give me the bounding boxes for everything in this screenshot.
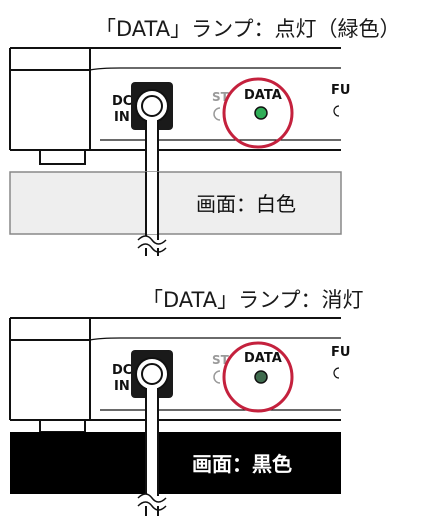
bottom-dc-plug-inner: [141, 363, 163, 385]
top-device-outline: [9, 47, 341, 151]
top-screen-text: 画面：白色: [196, 192, 296, 216]
bottom-device-foot: [39, 419, 86, 433]
top-in-label: IN: [114, 110, 130, 125]
top-fu-lamp: [333, 105, 340, 117]
top-panel: DC IN ST DATA FU 画面：白色: [9, 47, 350, 256]
top-dc-label: DC: [112, 94, 132, 109]
bottom-dc-label: DC: [112, 363, 132, 378]
top-caption: 「DATA」ランプ：点灯（緑色）: [95, 17, 401, 41]
bottom-fu-lamp: [333, 367, 340, 379]
top-device-inner-bevel: [89, 67, 341, 141]
bottom-device-inner-bevel: [89, 337, 341, 411]
bottom-panel: DC IN ST DATA FU 画面：黒色: [9, 317, 350, 516]
top-data-lamp: [254, 106, 268, 120]
bottom-highlight-circle: [222, 341, 294, 413]
top-st-lamp: [213, 107, 221, 121]
top-dc-plug-inner: [141, 95, 163, 117]
top-fu-label: FU: [331, 83, 350, 98]
bottom-fu-label: FU: [331, 345, 350, 360]
top-device-foot: [39, 149, 86, 165]
top-data-label: DATA: [244, 88, 282, 103]
top-screen: [9, 171, 342, 235]
bottom-device-outline: [9, 317, 341, 421]
top-highlight-circle: [222, 77, 294, 149]
bottom-st-lamp: [213, 370, 221, 384]
bottom-screen: [10, 432, 341, 494]
bottom-cable: [145, 388, 159, 432]
bottom-data-lamp: [254, 370, 268, 384]
bottom-caption: 「DATA」ランプ：消灯: [142, 288, 364, 312]
top-device-body: [10, 48, 341, 150]
bottom-cable-break: [137, 493, 167, 511]
bottom-screen-text: 画面：黒色: [192, 452, 292, 476]
bottom-in-label: IN: [114, 379, 130, 394]
bottom-data-label: DATA: [244, 351, 282, 366]
